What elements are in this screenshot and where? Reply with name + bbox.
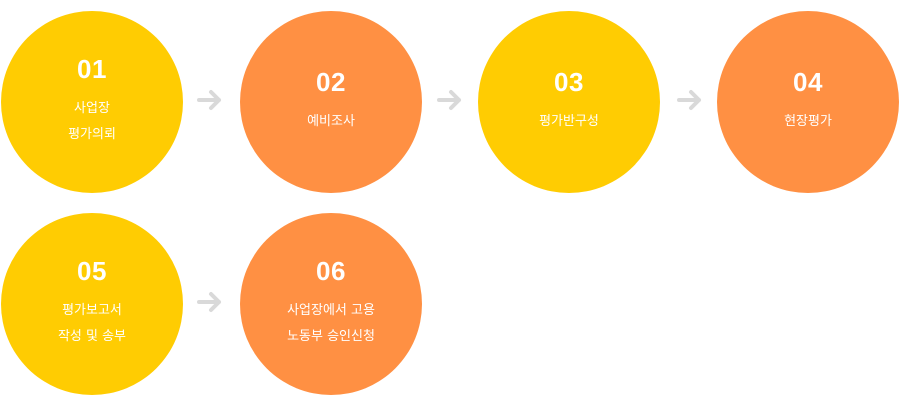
arrow-right-icon: [437, 90, 461, 110]
step-number: 01: [77, 54, 107, 84]
step-01: 01 사업장 평가의뢰: [1, 11, 183, 193]
step-number: 03: [554, 67, 584, 97]
step-label-line1: 평가보고서: [62, 303, 122, 318]
step-label-line2: 노동부 승인신청: [287, 329, 375, 344]
step-label-line2: 작성 및 송부: [57, 329, 127, 344]
step-number: 06: [316, 256, 346, 286]
step-number: 02: [316, 67, 346, 97]
arrow-right-icon: [197, 292, 221, 312]
step-label-line2: 평가의뢰: [68, 127, 116, 142]
step-label-line1: 사업장: [74, 101, 110, 116]
step-label-line1: 평가반구성: [539, 114, 599, 129]
step-03: 03 평가반구성: [478, 11, 660, 193]
step-number: 05: [77, 256, 107, 286]
arrow-right-icon: [677, 90, 701, 110]
step-05: 05 평가보고서 작성 및 송부: [1, 213, 183, 395]
step-label-line1: 사업장에서 고용: [287, 303, 375, 318]
step-02: 02 예비조사: [240, 11, 422, 193]
step-label-line1: 현장평가: [784, 114, 832, 129]
step-06: 06 사업장에서 고용 노동부 승인신청: [240, 213, 422, 395]
step-number: 04: [793, 67, 823, 97]
arrow-right-icon: [197, 90, 221, 110]
step-label-line1: 예비조사: [307, 114, 355, 129]
step-04: 04 현장평가: [717, 11, 899, 193]
